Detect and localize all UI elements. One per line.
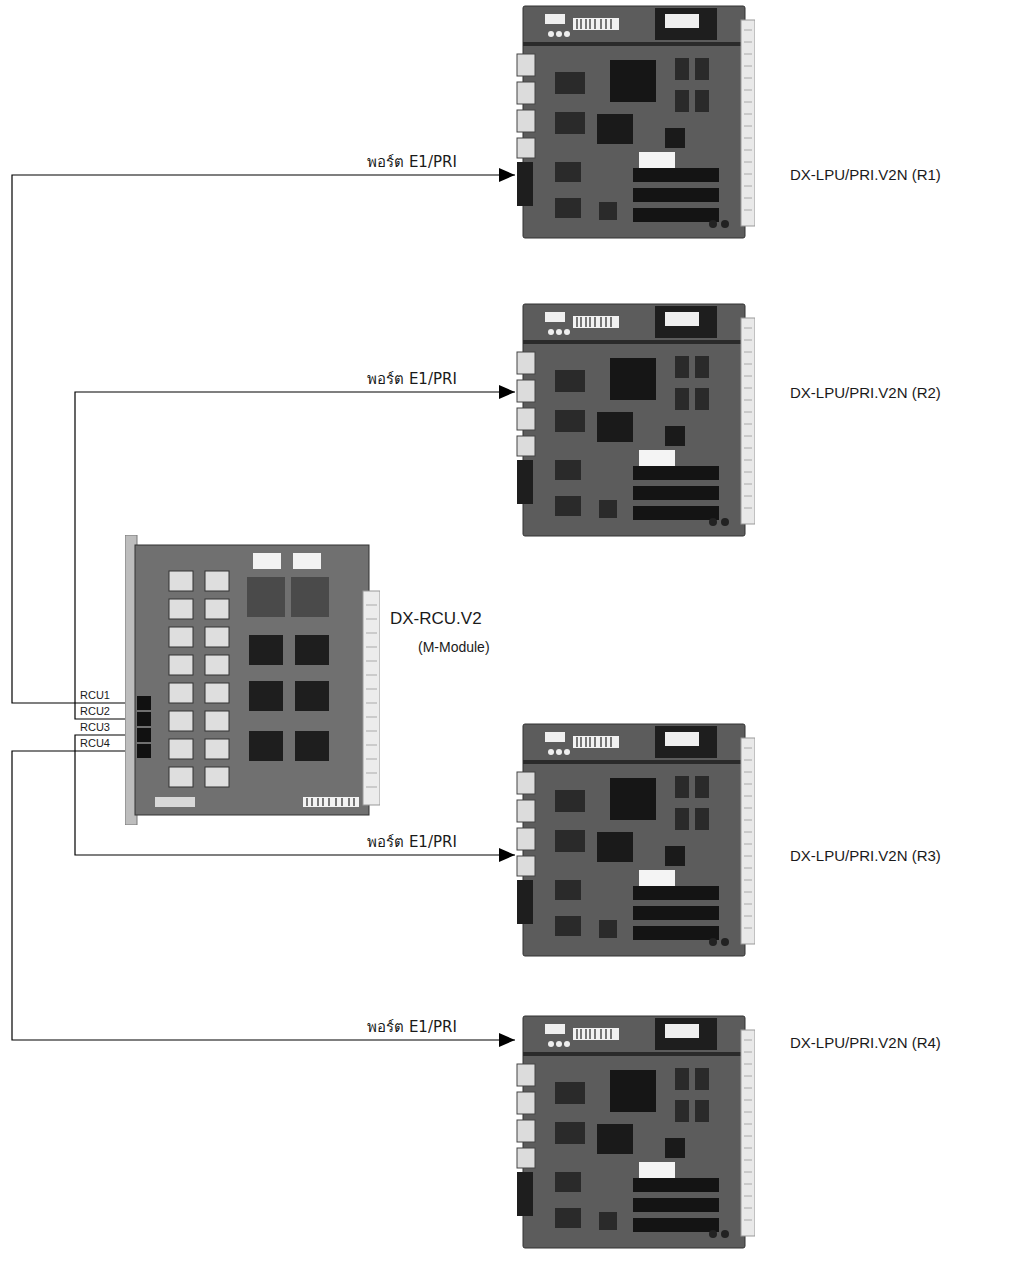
card-name: DX-LPU/PRI.V2N (R2)	[790, 384, 941, 402]
lpu-card-photo	[517, 1016, 755, 1248]
lpu-card-photo	[517, 724, 755, 956]
e1-pri-link	[12, 175, 515, 703]
card-name: DX-LPU/PRI.V2N (R1)	[790, 166, 941, 184]
card-name: DX-LPU/PRI.V2N (R3)	[790, 847, 941, 865]
port-label: RCU4	[80, 737, 110, 750]
lpu-card-photo	[517, 6, 755, 238]
port-caption: พอร์ต E1/PRI	[365, 833, 459, 851]
port-caption: พอร์ต E1/PRI	[365, 1018, 459, 1036]
port-label: RCU2	[80, 705, 110, 718]
rcu-card: DX-RCU.V2(M-Module)	[125, 535, 380, 825]
card-subtitle: (M-Module)	[418, 639, 490, 656]
port-label: RCU1	[80, 689, 110, 702]
e1-pri-link	[12, 751, 515, 1040]
rcu-card-photo	[125, 535, 380, 825]
e1-pri-link	[75, 735, 515, 855]
port-caption: พอร์ต E1/PRI	[365, 153, 459, 171]
e1-pri-link	[75, 392, 515, 719]
lpu-card: DX-LPU/PRI.V2N (R4)	[515, 1012, 755, 1242]
card-name: DX-LPU/PRI.V2N (R4)	[790, 1034, 941, 1052]
lpu-card: DX-LPU/PRI.V2N (R3)	[515, 720, 755, 948]
lpu-card-photo	[517, 304, 755, 536]
lpu-card: DX-LPU/PRI.V2N (R1)	[515, 2, 755, 240]
port-label: RCU3	[80, 721, 110, 734]
port-caption: พอร์ต E1/PRI	[365, 370, 459, 388]
lpu-card: DX-LPU/PRI.V2N (R2)	[515, 300, 755, 534]
card-name: DX-RCU.V2	[390, 609, 482, 629]
